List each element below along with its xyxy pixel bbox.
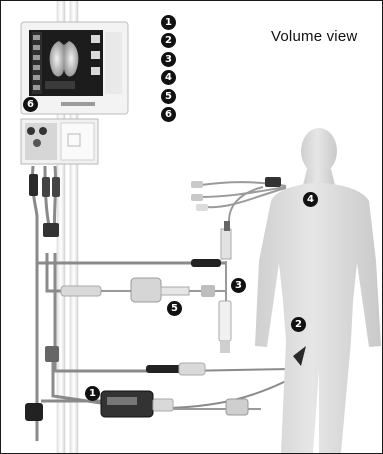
legend-number-3: 3: [161, 52, 176, 67]
callout-6-monitor: 6: [23, 97, 38, 112]
catheter-hub: [265, 177, 281, 187]
diagram-title: Volume view: [271, 28, 357, 45]
legend-number-6: 6: [161, 107, 176, 122]
line-cap: [191, 194, 203, 201]
callout-2-femoral: 2: [291, 317, 306, 332]
legend-number-4: 4: [161, 70, 176, 85]
patient-silhouette: [255, 128, 381, 453]
line-cap: [191, 181, 203, 188]
callout-1-flow-device: 1: [85, 386, 100, 401]
legend-numbers: 1 2 3 4 5 6: [161, 15, 177, 125]
line-cap: [196, 204, 208, 211]
flow-sensor-device: [101, 391, 248, 417]
module-box: [21, 119, 98, 164]
callout-5-transducer: 5: [167, 301, 182, 316]
legend-number-5: 5: [161, 89, 176, 104]
legend-number-1: 1: [161, 15, 176, 30]
legend-number-2: 2: [161, 33, 176, 48]
callout-3-stopcock: 3: [231, 278, 246, 293]
pressure-line: [101, 278, 226, 302]
callout-4-central-line: 4: [303, 192, 318, 207]
